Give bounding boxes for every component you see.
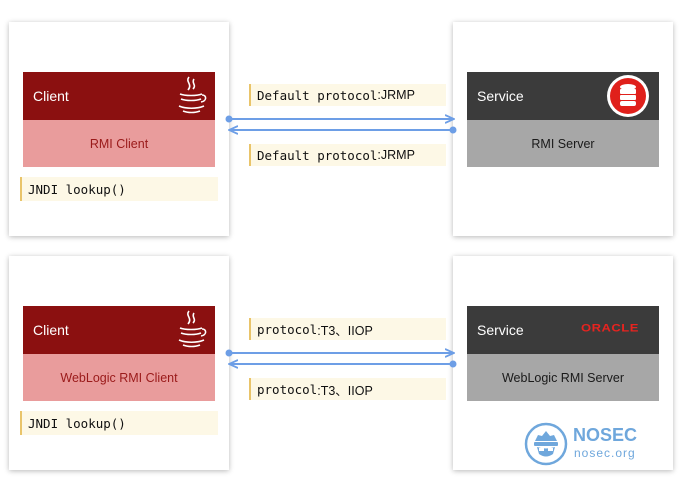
protocol-label-bottom-lower: protocol:T3、IIOP	[249, 378, 446, 400]
service-subtitle-bottom: WebLogic RMI Server	[467, 354, 659, 401]
jndi-note-label: JNDI lookup()	[28, 415, 126, 431]
client-header-label: Client	[33, 88, 69, 104]
protocol-label-tail: :JRMP	[377, 148, 415, 162]
client-header-top: Client	[23, 72, 215, 120]
jndi-note-top: JNDI lookup()	[20, 177, 218, 201]
service-header-bottom: Service	[467, 306, 659, 354]
watermark-subtitle: nosec.org	[574, 446, 636, 460]
client-header-label: Client	[33, 322, 69, 338]
protocol-label-top-lower: Default protocol:JRMP	[249, 144, 446, 166]
service-header-top: Service	[467, 72, 659, 120]
service-header-label: Service	[477, 322, 524, 338]
protocol-label-mono: Default protocol	[257, 87, 378, 103]
client-header-bottom: Client	[23, 306, 215, 354]
service-subtitle-top: RMI Server	[467, 120, 659, 167]
service-header-label: Service	[477, 88, 524, 104]
protocol-label-mono: protocol	[257, 321, 318, 337]
client-subtitle-label: RMI Client	[89, 136, 149, 151]
jndi-note-bottom: JNDI lookup()	[20, 411, 218, 435]
protocol-label-bottom-upper: protocol:T3、IIOP	[249, 318, 446, 340]
protocol-label-tail: :T3、IIOP	[317, 323, 373, 338]
jndi-note-label: JNDI lookup()	[28, 181, 126, 197]
client-subtitle-bottom: WebLogic RMI Client	[23, 354, 215, 401]
protocol-label-tail: :T3、IIOP	[317, 383, 373, 398]
protocol-label-mono: protocol	[257, 381, 318, 397]
protocol-label-top-upper: Default protocol:JRMP	[249, 84, 446, 106]
protocol-label-mono: Default protocol	[257, 147, 378, 163]
oracle-logo: ORACLE	[581, 321, 639, 334]
client-subtitle-label: WebLogic RMI Client	[60, 370, 178, 385]
client-subtitle-top: RMI Client	[23, 120, 215, 167]
protocol-label-tail: :JRMP	[377, 88, 415, 102]
watermark-title: NOSEC	[573, 425, 638, 445]
service-subtitle-label: RMI Server	[531, 136, 595, 151]
service-subtitle-label: WebLogic RMI Server	[501, 370, 625, 385]
